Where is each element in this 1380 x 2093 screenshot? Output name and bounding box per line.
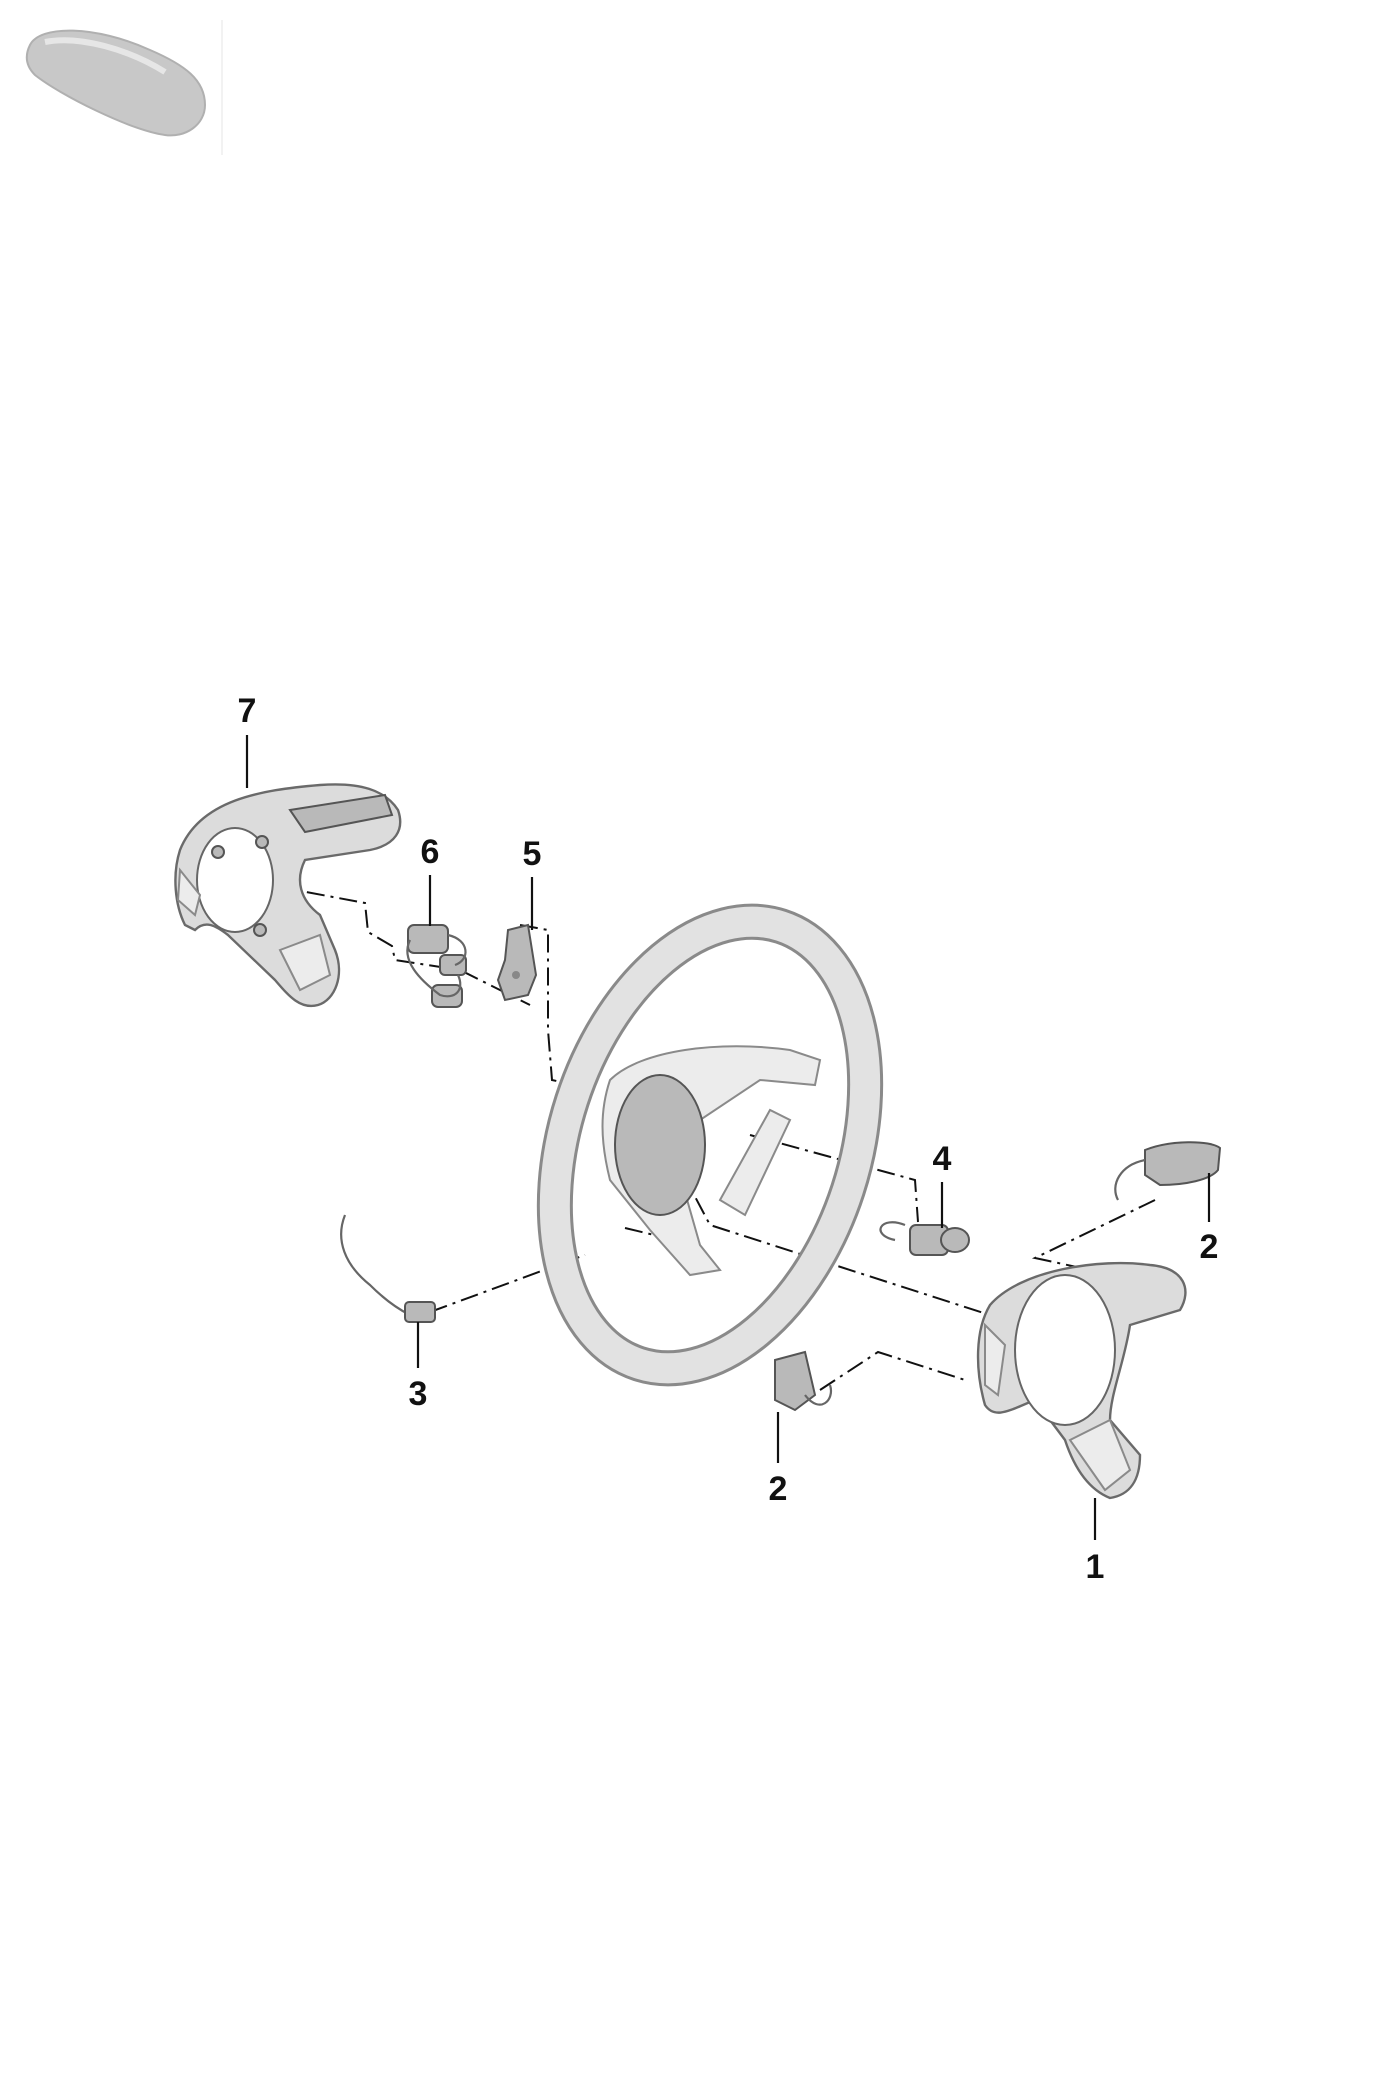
- part-3-cable-sensor: [340, 1214, 436, 1323]
- callout-labels: 7 6 5 4 2 3 2 1: [238, 692, 1219, 1586]
- callout-3: 3: [409, 1375, 428, 1413]
- part-5-control-unit: [496, 923, 538, 1002]
- part-6-switch-harness: [406, 924, 467, 1008]
- callout-1: 1: [1086, 1548, 1105, 1586]
- callout-2-lower: 2: [769, 1470, 788, 1508]
- leader-lines: [245, 735, 1211, 1540]
- steering-wheel: [536, 903, 884, 1387]
- part-4-heater-module: [879, 1221, 970, 1256]
- callout-2-right: 2: [1200, 1228, 1219, 1266]
- part-1-front-trim: [976, 1261, 1187, 1500]
- part-2-switch-left: [774, 1350, 833, 1412]
- callout-4: 4: [933, 1140, 952, 1178]
- callout-6: 6: [421, 833, 440, 871]
- car-silhouette-icon: [25, 20, 223, 155]
- part-7-rear-shroud: [174, 783, 402, 1008]
- callout-5: 5: [523, 835, 542, 873]
- part-2-switch-right: [1114, 1141, 1222, 1201]
- callout-7: 7: [238, 692, 257, 730]
